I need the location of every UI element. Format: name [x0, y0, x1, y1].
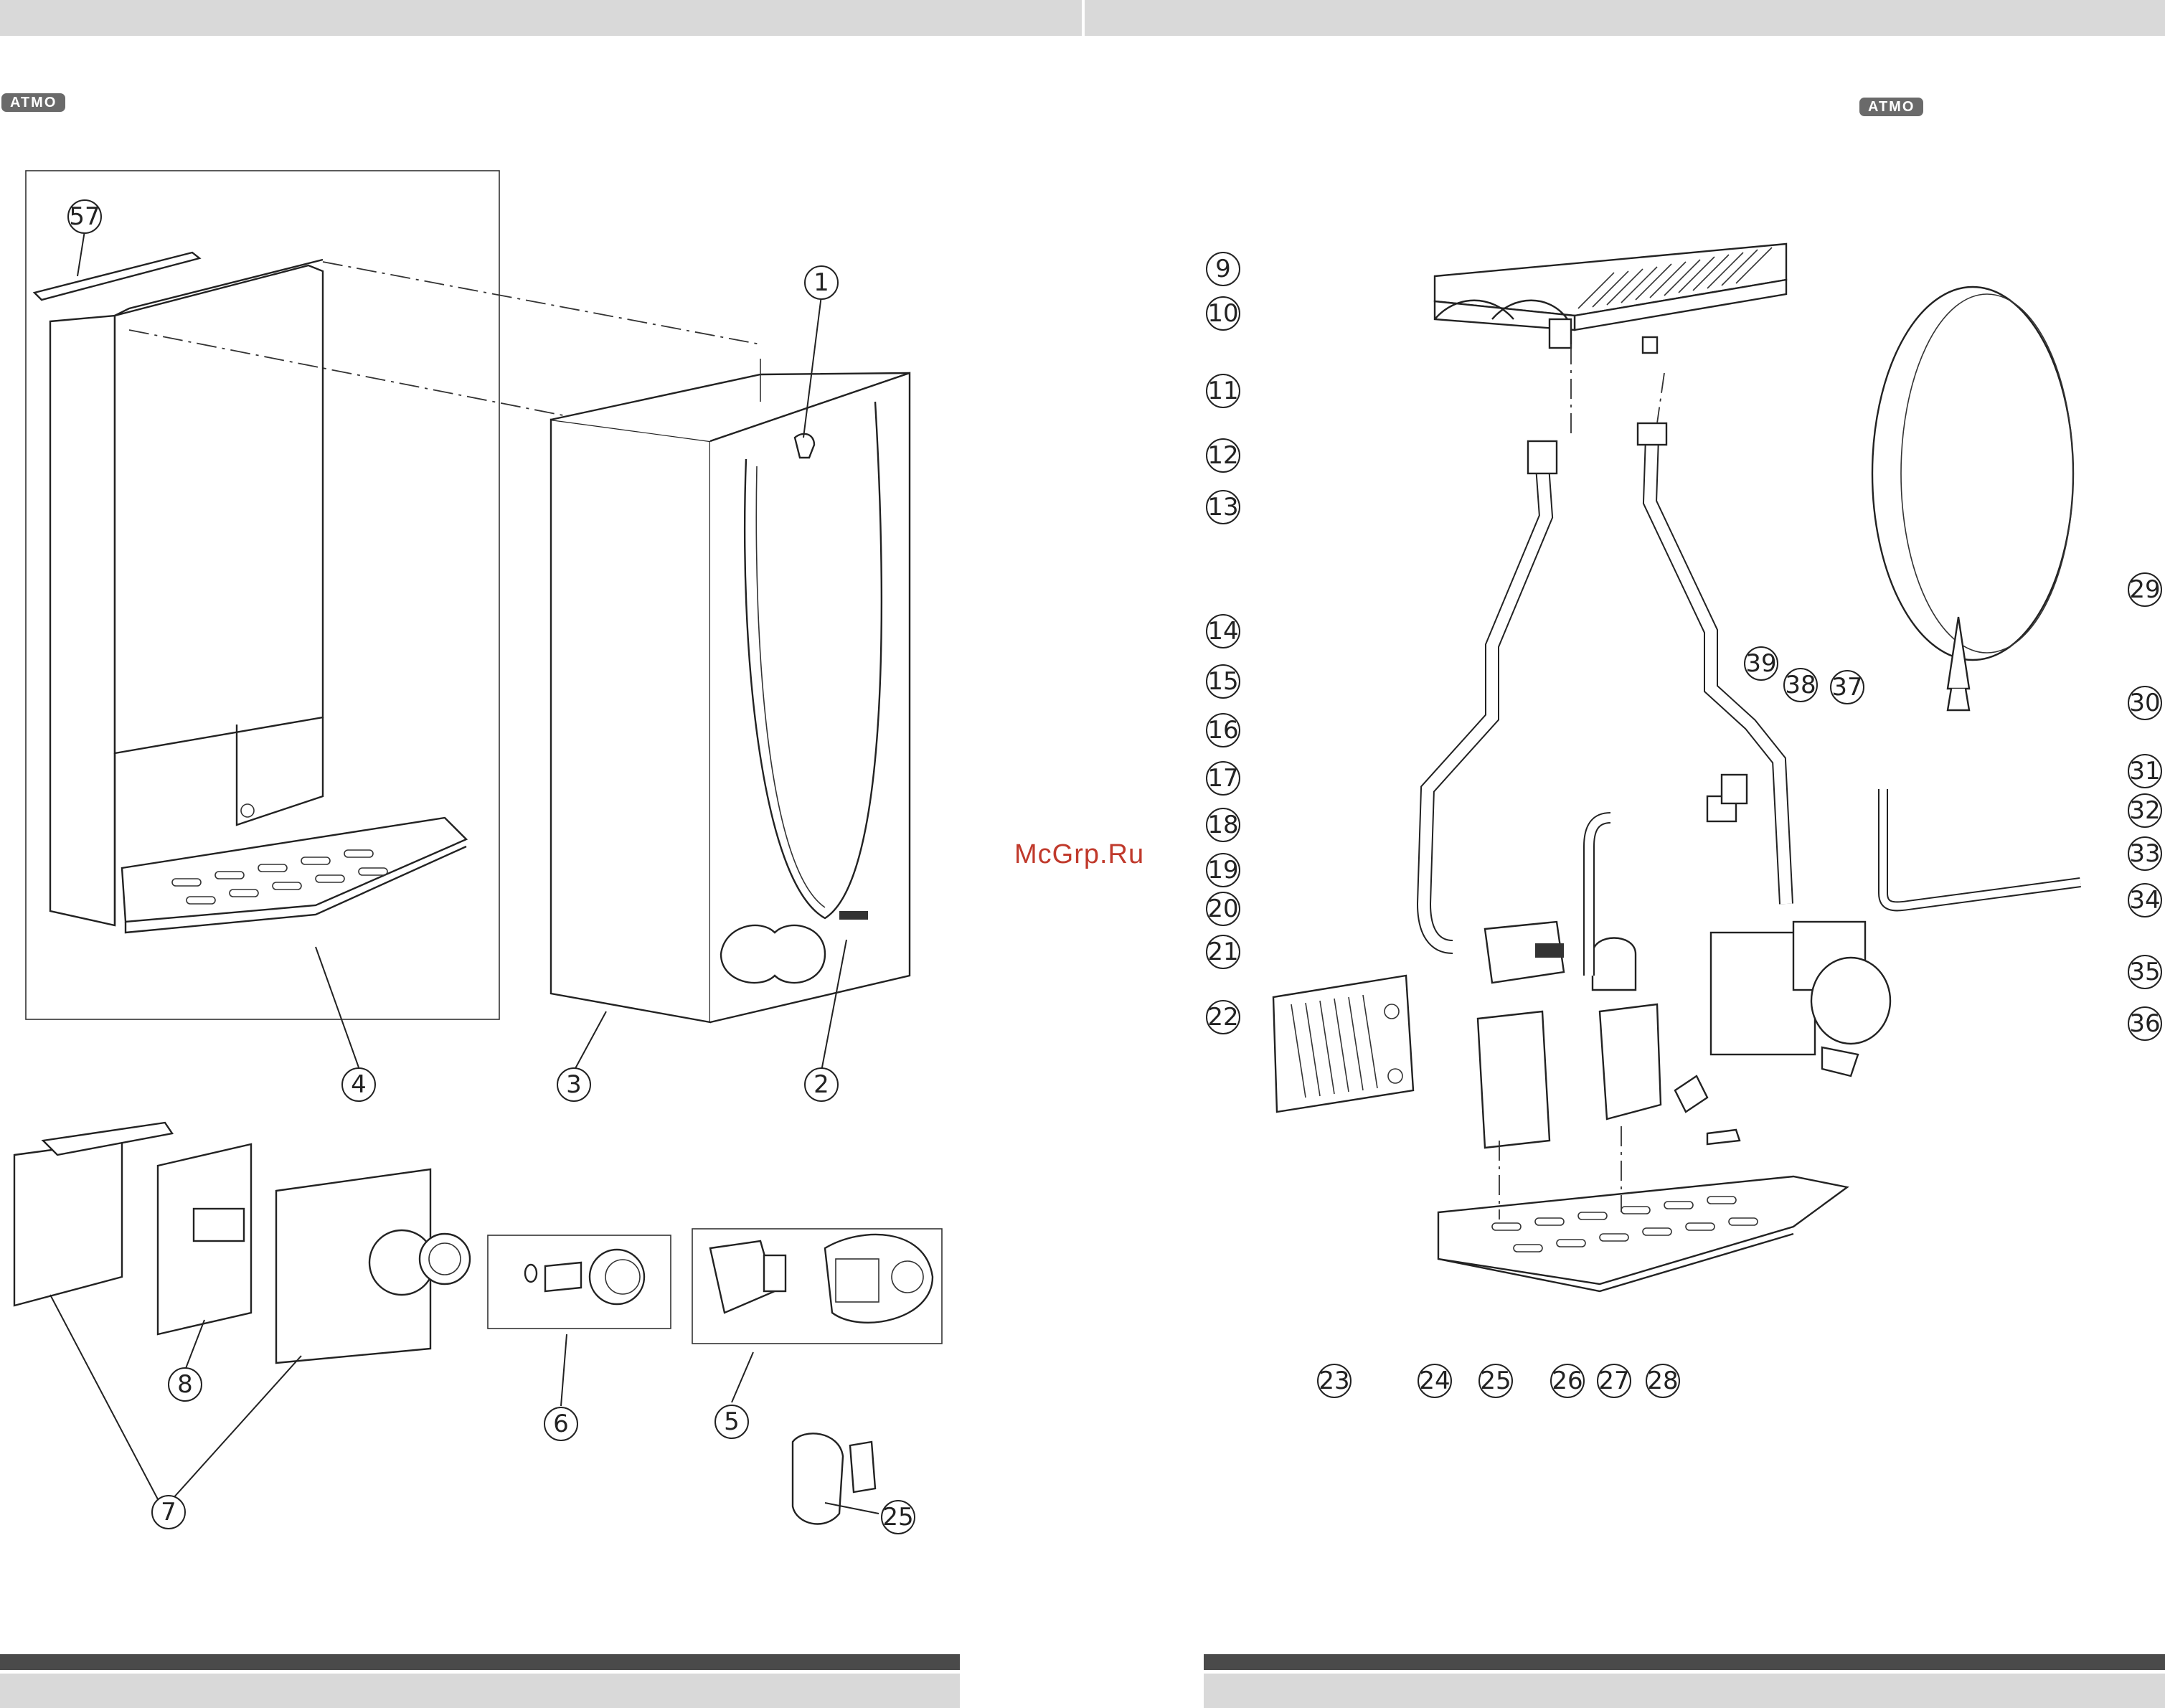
- callout-number: 19: [1207, 856, 1238, 884]
- callout-number: 10: [1207, 299, 1238, 328]
- callout-number: 8: [177, 1370, 193, 1399]
- callout-right-27: 27: [1598, 1364, 1631, 1397]
- callout-right-11: 11: [1207, 374, 1240, 407]
- callout-left-2: 2: [805, 1068, 838, 1101]
- callout-right-34: 34: [2128, 884, 2161, 917]
- callout-right-35: 35: [2128, 956, 2161, 989]
- callout-number: 7: [161, 1498, 176, 1527]
- callout-right-21: 21: [1207, 935, 1240, 968]
- callout-number: 29: [2129, 575, 2160, 604]
- callout-number: 25: [1480, 1367, 1511, 1395]
- callout-number: 37: [1831, 673, 1862, 702]
- callout-number: 18: [1207, 811, 1238, 839]
- callout-right-38: 38: [1784, 669, 1817, 702]
- callout-number: 22: [1207, 1003, 1238, 1032]
- callout-right-26: 26: [1551, 1364, 1584, 1397]
- callout-right-25: 25: [1479, 1364, 1512, 1397]
- callout-right-37: 37: [1831, 671, 1864, 704]
- callout-right-16: 16: [1207, 714, 1240, 747]
- callout-right-32: 32: [2128, 794, 2161, 827]
- callout-number: 6: [553, 1410, 569, 1438]
- callout-number: 23: [1319, 1367, 1349, 1395]
- callout-number: 26: [1552, 1367, 1583, 1395]
- callout-left-3: 3: [557, 1068, 590, 1101]
- callout-right-20: 20: [1207, 892, 1240, 925]
- callout-number: 21: [1207, 938, 1238, 966]
- callout-right-31: 31: [2128, 755, 2161, 788]
- callout-number: 30: [2129, 689, 2160, 717]
- callout-right-12: 12: [1207, 439, 1240, 472]
- callout-right-28: 28: [1646, 1364, 1679, 1397]
- callout-right-24: 24: [1418, 1364, 1451, 1397]
- callout-left-6: 6: [544, 1407, 577, 1440]
- callout-number: 34: [2129, 886, 2160, 915]
- callout-number: 35: [2129, 958, 2160, 986]
- callout-number: 13: [1207, 493, 1238, 522]
- callout-number: 20: [1207, 895, 1238, 923]
- callout-number: 24: [1419, 1367, 1450, 1395]
- callout-left-57: 57: [68, 200, 101, 233]
- callout-number: 32: [2129, 796, 2160, 825]
- callout-number: 36: [2129, 1009, 2160, 1038]
- callout-number: 57: [69, 202, 100, 231]
- callout-right-39: 39: [1745, 647, 1778, 680]
- callout-number: 5: [724, 1407, 740, 1436]
- callout-right-10: 10: [1207, 297, 1240, 330]
- callout-right-13: 13: [1207, 491, 1240, 524]
- callout-number: 12: [1207, 441, 1238, 470]
- callout-right-14: 14: [1207, 615, 1240, 648]
- callout-number: 16: [1207, 716, 1238, 745]
- callout-number: 28: [1647, 1367, 1678, 1395]
- callout-right-36: 36: [2128, 1007, 2161, 1040]
- callout-number: 9: [1215, 255, 1231, 283]
- callout-number: 4: [351, 1070, 367, 1099]
- callout-left-5: 5: [715, 1405, 748, 1438]
- callout-right-9: 9: [1207, 253, 1240, 286]
- callout-right-23: 23: [1318, 1364, 1351, 1397]
- callout-number: 33: [2129, 839, 2160, 868]
- callout-right-30: 30: [2128, 686, 2161, 719]
- callout-left-25: 25: [882, 1501, 915, 1534]
- callout-left-1: 1: [805, 266, 838, 299]
- callout-left-7: 7: [152, 1496, 185, 1529]
- callout-number: 27: [1598, 1367, 1629, 1395]
- callout-right-33: 33: [2128, 837, 2161, 870]
- callout-number: 31: [2129, 757, 2160, 785]
- callout-left-8: 8: [169, 1368, 202, 1401]
- callout-number: 25: [882, 1503, 913, 1532]
- callout-right-18: 18: [1207, 808, 1240, 841]
- callout-number: 2: [813, 1070, 829, 1099]
- callout-number: 14: [1207, 617, 1238, 646]
- callout-right-29: 29: [2128, 573, 2161, 606]
- callout-number: 38: [1785, 671, 1816, 699]
- callout-number: 11: [1207, 377, 1238, 405]
- callout-right-19: 19: [1207, 854, 1240, 887]
- callout-number: 1: [813, 268, 829, 297]
- callout-number: 17: [1207, 764, 1238, 793]
- callout-number: 15: [1207, 667, 1238, 696]
- callout-right-15: 15: [1207, 665, 1240, 698]
- callout-number: 3: [566, 1070, 582, 1099]
- callout-left-4: 4: [342, 1068, 375, 1101]
- callout-right-17: 17: [1207, 762, 1240, 795]
- callout-right-22: 22: [1207, 1001, 1240, 1034]
- callout-number: 39: [1745, 649, 1776, 678]
